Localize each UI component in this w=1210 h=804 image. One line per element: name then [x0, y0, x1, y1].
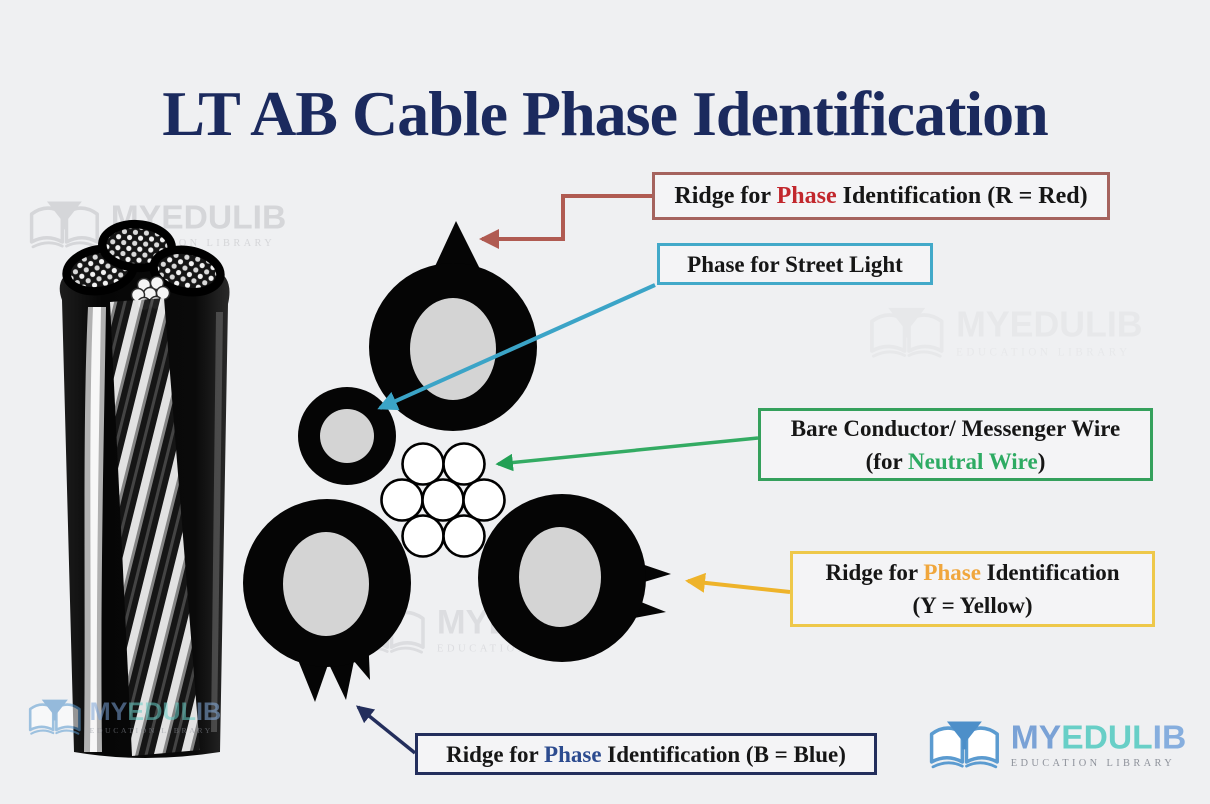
callout-text: Ridge for Phase Identification: [825, 556, 1119, 589]
brand-part: MY: [89, 697, 128, 726]
callout-text: Ridge for Phase Identification (R = Red): [674, 180, 1087, 213]
brand-part: MY: [956, 304, 1010, 345]
brand-part: EDUL: [488, 602, 583, 641]
cable-street-light: [298, 387, 396, 485]
text-part: Ridge for: [446, 741, 545, 767]
brand-tagline: EDUCATION LIBRARY: [89, 725, 213, 735]
open-book-icon: [929, 721, 999, 769]
text-part-highlight: Phase: [923, 560, 981, 585]
callout-text: Bare Conductor/ Messenger Wire: [790, 415, 1121, 441]
ridge-yellow: [613, 592, 666, 622]
brand-wordmark: MYEDULIB: [956, 306, 1142, 342]
text-part-highlight: Phase: [776, 182, 837, 209]
text-part: Ridge for: [674, 182, 777, 209]
callout-text: (for Neutral Wire): [866, 445, 1046, 478]
cable-sheen: [90, 307, 101, 752]
callout-ridge-yellow: Ridge for Phase Identification (Y = Yell…: [790, 551, 1155, 627]
conductor-core: [410, 298, 496, 400]
text-part: ): [1037, 448, 1046, 474]
callout-ridge-red: Ridge for Phase Identification (R = Red): [652, 172, 1110, 220]
open-book-icon: [870, 307, 944, 358]
conductor-core: [320, 409, 374, 463]
brand-part: EDUL: [1061, 718, 1153, 756]
callout-messenger-wire: Bare Conductor/ Messenger Wire (for Neut…: [758, 408, 1153, 481]
myedulib-logo: MYEDULIB EDUCATION LIBRARY: [26, 694, 221, 741]
text-part: Identification (B = Blue): [601, 741, 846, 767]
brand-tagline: EDUCATION LIBRARY: [1010, 756, 1176, 769]
callout-text: Phase for Street Light: [687, 251, 903, 277]
ridge-blue: [294, 650, 331, 702]
brand-part: MY: [436, 602, 489, 641]
brand-wordmark: MYEDULIB: [111, 198, 287, 236]
text-part: Ridge for: [825, 560, 924, 585]
twisted-conductor: [110, 298, 200, 756]
cable-sheen: [211, 312, 223, 732]
ridge-yellow: [618, 556, 671, 589]
callout-street-light: Phase for Street Light: [657, 243, 933, 285]
page-title: LT AB Cable Phase Identification: [162, 77, 1049, 149]
callout-text: (Y = Yellow): [912, 593, 1033, 618]
brand-wordmark: MYEDULIB: [436, 602, 617, 641]
ridge-red: [431, 221, 481, 275]
stranded-core-cross-section: [149, 245, 225, 297]
text-part: Identification: [980, 560, 1120, 585]
cable-red-phase: [369, 221, 537, 431]
callout-text: Ridge for Phase Identification (B = Blue…: [446, 738, 846, 771]
arrow-blue-ridge: [355, 705, 417, 755]
brand-part: IB: [1106, 304, 1143, 345]
arrow-messenger-wire: [495, 436, 759, 472]
text-part-highlight: Neutral Wire: [908, 448, 1038, 474]
brand-part: EDUL: [1009, 304, 1107, 345]
myedulib-logo: MYEDULIB EDUCATION LIBRARY: [926, 714, 1186, 776]
callout-ridge-blue: Ridge for Phase Identification (B = Blue…: [415, 733, 877, 775]
myedulib-watermark: MYEDULIB EDUCATION LIBRARY: [26, 194, 286, 256]
brand-part: EDUL: [127, 697, 197, 726]
arrow-street-light: [377, 283, 656, 411]
brand-tagline: EDUCATION LIBRARY: [436, 641, 606, 654]
myedulib-watermark: MYEDULIB EDUCATION LIBRARY: [350, 598, 617, 662]
text-part: Identification (R = Red): [836, 182, 1088, 209]
messenger-wire-strands: [380, 442, 506, 558]
brand-wordmark: MYEDULIB: [89, 697, 222, 726]
brand-tagline: EDUCATION LIBRARY: [956, 345, 1131, 358]
arrow-yellow-ridge: [685, 572, 791, 594]
brand-part: IB: [252, 198, 287, 236]
myedulib-watermark: MYEDULIB EDUCATION LIBRARY: [866, 300, 1143, 366]
open-book-icon: [29, 201, 99, 249]
brand-part: IB: [1152, 718, 1187, 756]
brand-part: EDUL: [161, 198, 253, 236]
brand-part: IB: [582, 602, 617, 641]
cable-photo: [59, 219, 230, 758]
text-part-highlight: Phase: [544, 741, 602, 767]
brand-part: MY: [1010, 718, 1062, 756]
brand-wordmark: MYEDULIB: [1010, 718, 1187, 756]
text-part: (for: [865, 448, 908, 474]
brand-part: IB: [196, 697, 222, 726]
open-book-icon: [28, 699, 81, 735]
arrow-red-ridge: [479, 194, 652, 249]
open-book-icon: [353, 605, 425, 654]
